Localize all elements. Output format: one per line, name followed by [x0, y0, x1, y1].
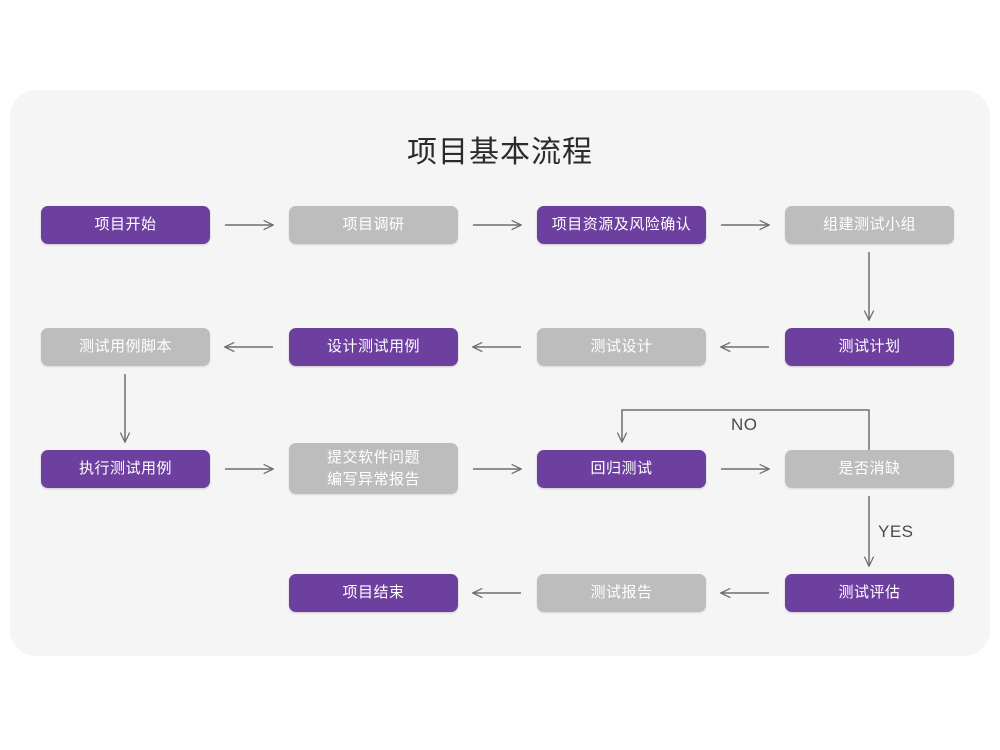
node-test-plan[interactable]: 测试计划 [785, 328, 954, 366]
node-project-start[interactable]: 项目开始 [41, 206, 210, 244]
node-test-report[interactable]: 测试报告 [537, 574, 706, 612]
node-regression-test[interactable]: 回归测试 [537, 450, 706, 488]
node-test-case-script[interactable]: 测试用例脚本 [41, 328, 210, 366]
flowchart-card [10, 90, 990, 656]
node-project-research[interactable]: 项目调研 [289, 206, 458, 244]
node-submit-defect-report[interactable]: 提交软件问题 编写异常报告 [289, 443, 458, 494]
node-execute-test-case[interactable]: 执行测试用例 [41, 450, 210, 488]
node-form-test-team[interactable]: 组建测试小组 [785, 206, 954, 244]
edge-label-yes: YES [878, 522, 914, 541]
page-title: 项目基本流程 [407, 136, 593, 169]
node-defect-resolved[interactable]: 是否消缺 [785, 450, 954, 488]
node-resource-risk-confirm[interactable]: 项目资源及风险确认 [537, 206, 706, 244]
node-design-test-case[interactable]: 设计测试用例 [289, 328, 458, 366]
node-test-design[interactable]: 测试设计 [537, 328, 706, 366]
edge-label-no: NO [731, 415, 758, 434]
node-project-end[interactable]: 项目结束 [289, 574, 458, 612]
node-test-evaluation[interactable]: 测试评估 [785, 574, 954, 612]
